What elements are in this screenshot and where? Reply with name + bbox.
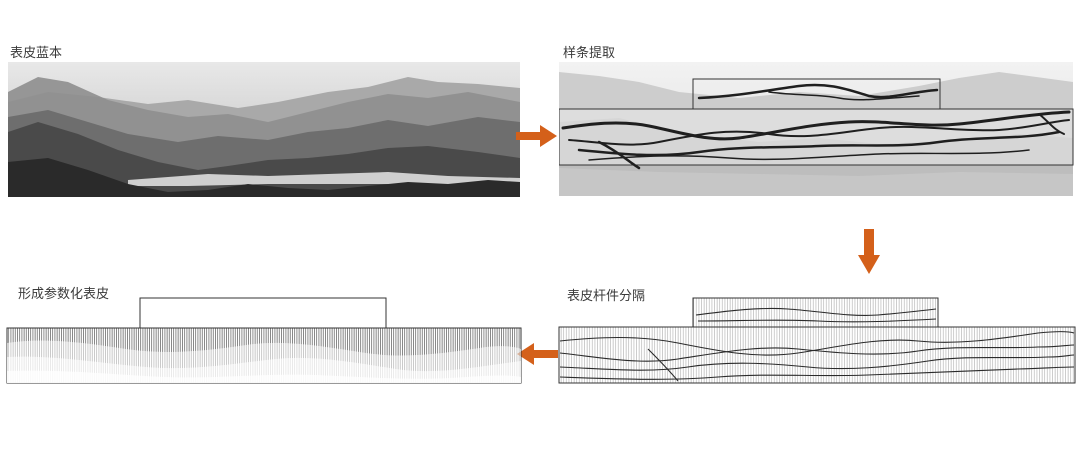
step-label-blueprint: 表皮蓝本 (10, 42, 62, 61)
lower-rod-frame (559, 327, 1075, 383)
rod-division-panel (558, 297, 1076, 385)
parametric-skin-panel (6, 297, 524, 387)
step-label-spline-extraction: 样条提取 (563, 42, 615, 61)
arrow-icon-down (858, 229, 880, 275)
arrow-icon-right (516, 124, 558, 148)
spline-extraction-panel (559, 62, 1075, 198)
mountain-photo-panel (8, 62, 520, 197)
upper-skin-frame (140, 298, 386, 328)
